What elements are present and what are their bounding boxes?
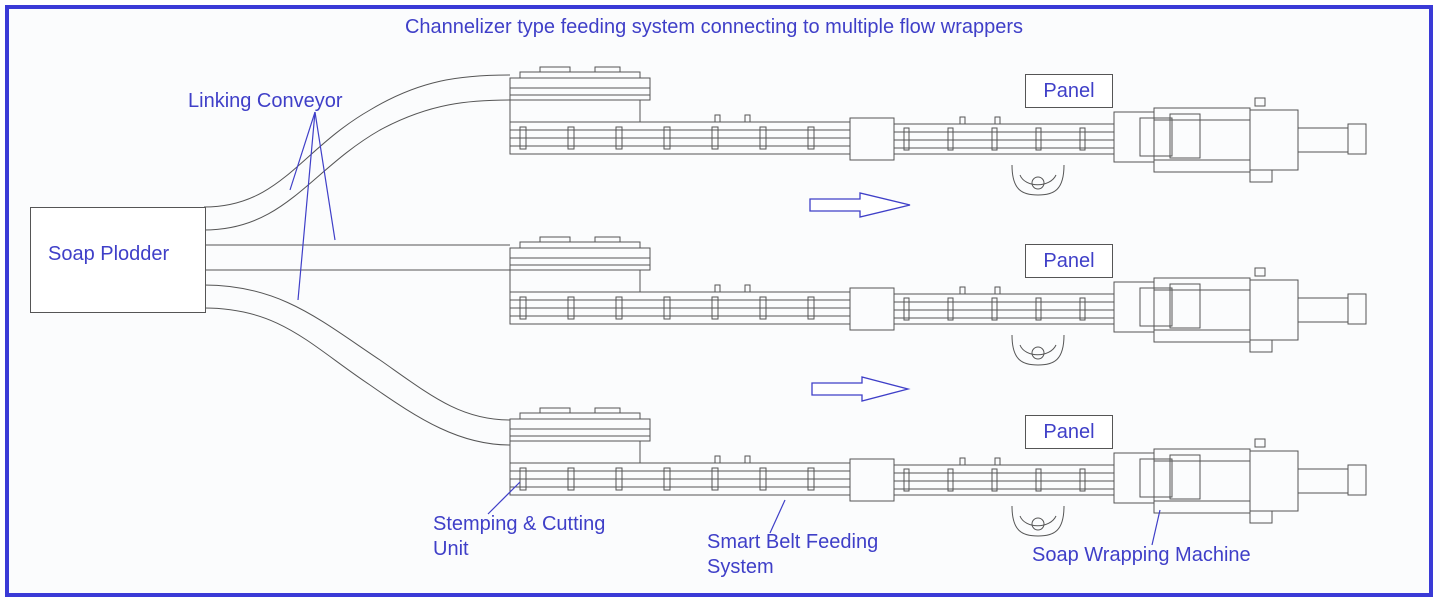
flow-arrow-2 (811, 376, 911, 402)
operator-seat (1011, 334, 1065, 366)
stamping-unit-label-line1: Stemping & Cutting (433, 513, 606, 535)
panel-box-2: Panel (1025, 244, 1113, 278)
stamping-cutting-unit (509, 407, 651, 464)
linking-conveyor-tubes (203, 74, 511, 446)
label-leaders (487, 481, 1161, 546)
smart-belt-conveyor (509, 284, 1115, 331)
production-line-2 (509, 236, 1367, 366)
smart-belt-conveyor (509, 455, 1115, 502)
panel-box-3: Panel (1025, 415, 1113, 449)
panel-box-1: Panel (1025, 74, 1113, 108)
diagram-title: Channelizer type feeding system connecti… (404, 16, 1024, 38)
smart-belt-label-line2: System (707, 556, 774, 578)
soap-plodder-label: Soap Plodder (48, 243, 170, 265)
diagram-frame (5, 5, 1433, 597)
production-line-3 (509, 407, 1367, 537)
flow-arrows (809, 192, 911, 402)
soap-wrapping-machine (1113, 267, 1367, 353)
panel-label: Panel (1043, 250, 1095, 272)
panel-label: Panel (1043, 80, 1095, 102)
stamping-unit-label-line2: Unit (433, 538, 469, 560)
operator-seat (1011, 164, 1065, 196)
panel-label: Panel (1043, 421, 1095, 443)
smart-belt-label-line1: Smart Belt Feeding (707, 531, 879, 553)
linking-conveyor-label: Linking Conveyor (188, 90, 343, 112)
smart-belt-conveyor (509, 114, 1115, 161)
production-lines (509, 66, 1367, 537)
stamping-cutting-unit (509, 236, 651, 293)
soap-wrapping-machine (1113, 438, 1367, 524)
flow-arrow-1 (809, 192, 911, 218)
soap-wrapping-machine-label: Soap Wrapping Machine (1032, 544, 1251, 566)
soap-plodder-box: Soap Plodder (30, 207, 206, 313)
operator-seat (1011, 505, 1065, 537)
production-line-1 (509, 66, 1367, 196)
soap-wrapping-machine (1113, 97, 1367, 183)
stamping-cutting-unit (509, 66, 651, 123)
linking-conveyor-pointers (289, 111, 336, 301)
